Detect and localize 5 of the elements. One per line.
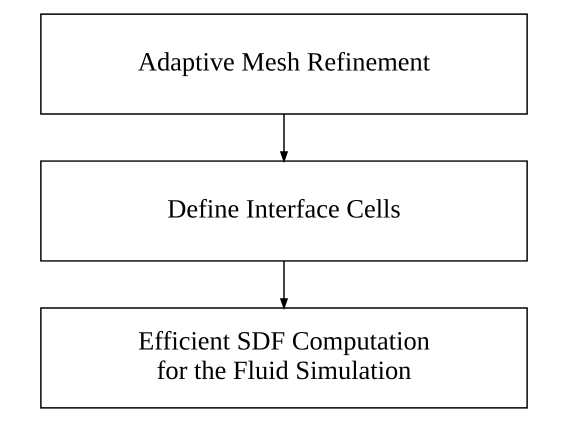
arrow <box>280 114 288 164</box>
arrow <box>280 261 288 310</box>
node-box: Adaptive Mesh Refinement <box>40 13 528 115</box>
node-box: Efficient SDF Computation for the Fluid Simulation <box>40 307 528 409</box>
node-box: Define Interface Cells <box>40 160 528 262</box>
